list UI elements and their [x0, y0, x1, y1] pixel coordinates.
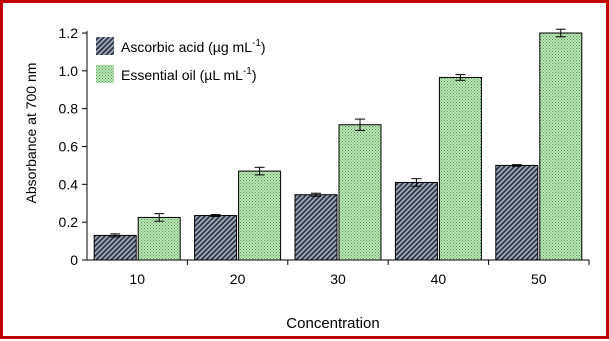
y-tick-label: 0.6 [59, 139, 79, 155]
x-tick-label: 10 [129, 271, 145, 287]
y-tick-label: 0.2 [59, 214, 79, 230]
legend: Ascorbic acid (µg mL-1) Essential oil (µL… [96, 37, 266, 83]
bar [539, 32, 583, 261]
legend-label: Essential oil (µL mL-1) [121, 66, 257, 83]
y-tick-label: 1.2 [59, 25, 79, 41]
bar [294, 194, 338, 261]
bar [394, 181, 438, 261]
bar [438, 76, 482, 261]
y-tick-label: 0.4 [59, 176, 79, 192]
bar [495, 164, 539, 261]
y-tick-label: 0.8 [59, 101, 79, 117]
bar-chart: Absorbance at 700 nm Concentration 00.20… [23, 25, 590, 332]
plot-area: 0 0.2 0.4 0.6 0.8 1.0 1.2 10 20 30 40 50 [59, 25, 590, 287]
x-tick-label: 50 [531, 271, 547, 287]
x-tick-label: 40 [431, 271, 447, 287]
bar [238, 170, 282, 261]
x-axis-label: Concentration [286, 315, 379, 332]
x-tick-label: 30 [330, 271, 346, 287]
legend-swatch [96, 65, 114, 83]
y-tick-label: 0 [70, 252, 78, 268]
legend-swatch [96, 37, 114, 55]
bar [93, 234, 137, 261]
legend-label: Ascorbic acid (µg mL-1) [121, 38, 266, 55]
y-axis-label: Absorbance at 700 nm [23, 63, 39, 204]
x-tick-label: 20 [230, 271, 246, 287]
y-tick-label: 1.0 [59, 63, 79, 79]
bar [194, 215, 238, 261]
bar [338, 124, 382, 261]
bar [137, 216, 181, 261]
